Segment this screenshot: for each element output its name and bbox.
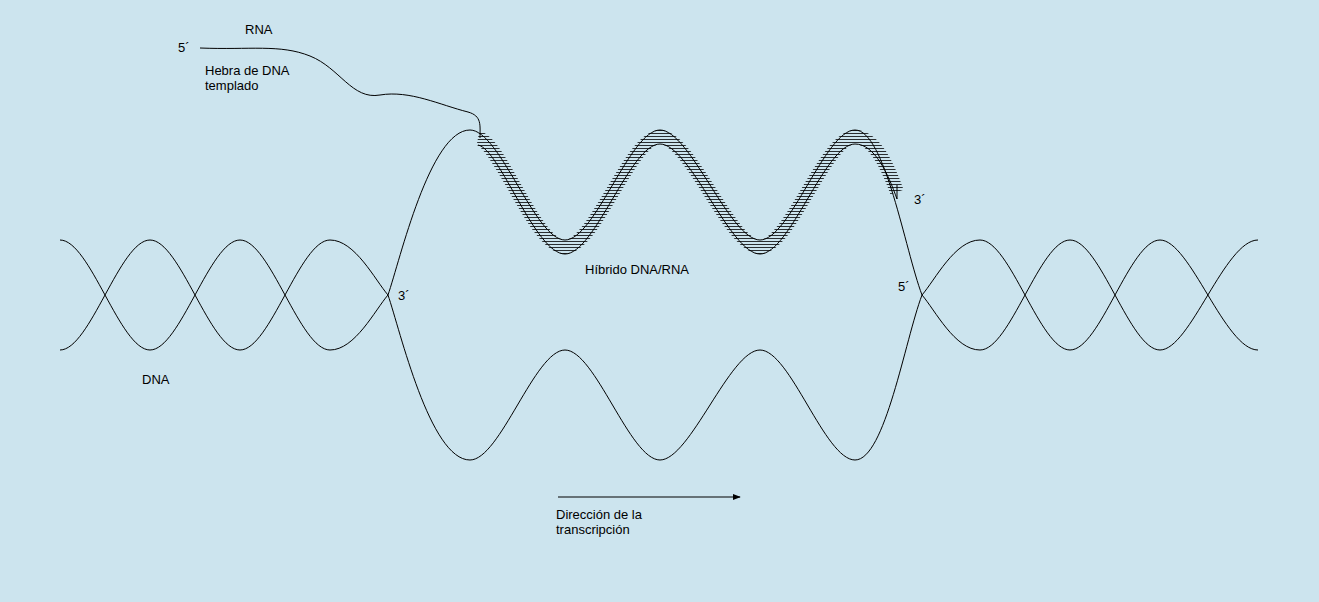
molecule-label-box: RNA: [245, 22, 272, 37]
direction-label: Dirección de la transcripción: [556, 507, 648, 537]
strand-end-label: 5´: [898, 279, 910, 294]
molecule-label: DNA: [142, 372, 169, 387]
molecule-label: RNA: [245, 22, 272, 37]
strand-end-label-box: 5´: [178, 40, 190, 55]
strand-end-label-box: 3´: [914, 192, 926, 207]
strand-end-label-box: 5´: [898, 279, 910, 294]
dna-helix-strand: [922, 240, 1258, 350]
rna-end-cap: [897, 185, 898, 199]
dna-helix-strand: [60, 240, 388, 350]
rna-strand: [200, 48, 480, 138]
strand-label-box: Hebra de DNA templado: [205, 63, 305, 93]
strand-end-label: 3´: [914, 192, 926, 207]
rna-hybrid-edge: [478, 144, 897, 254]
molecule-label-box: DNA: [142, 372, 169, 387]
region-label: Híbrido DNA/RNA: [585, 262, 689, 277]
dna-helix-strand: [60, 240, 388, 350]
template-strand: [388, 130, 922, 295]
hybrid-hatching: [478, 137, 897, 247]
strand-end-label-box: 3´: [398, 288, 410, 303]
strand-end-label: 3´: [398, 288, 410, 303]
direction-label-box: Dirección de la transcripción: [556, 507, 648, 537]
strand-end-label: 5´: [178, 40, 190, 55]
dna-helix-strand: [922, 240, 1258, 350]
region-label-box: Híbrido DNA/RNA: [585, 262, 689, 277]
direction-arrow: [558, 497, 740, 498]
coding-strand: [388, 295, 922, 460]
strand-label: Hebra de DNA templado: [205, 63, 305, 93]
